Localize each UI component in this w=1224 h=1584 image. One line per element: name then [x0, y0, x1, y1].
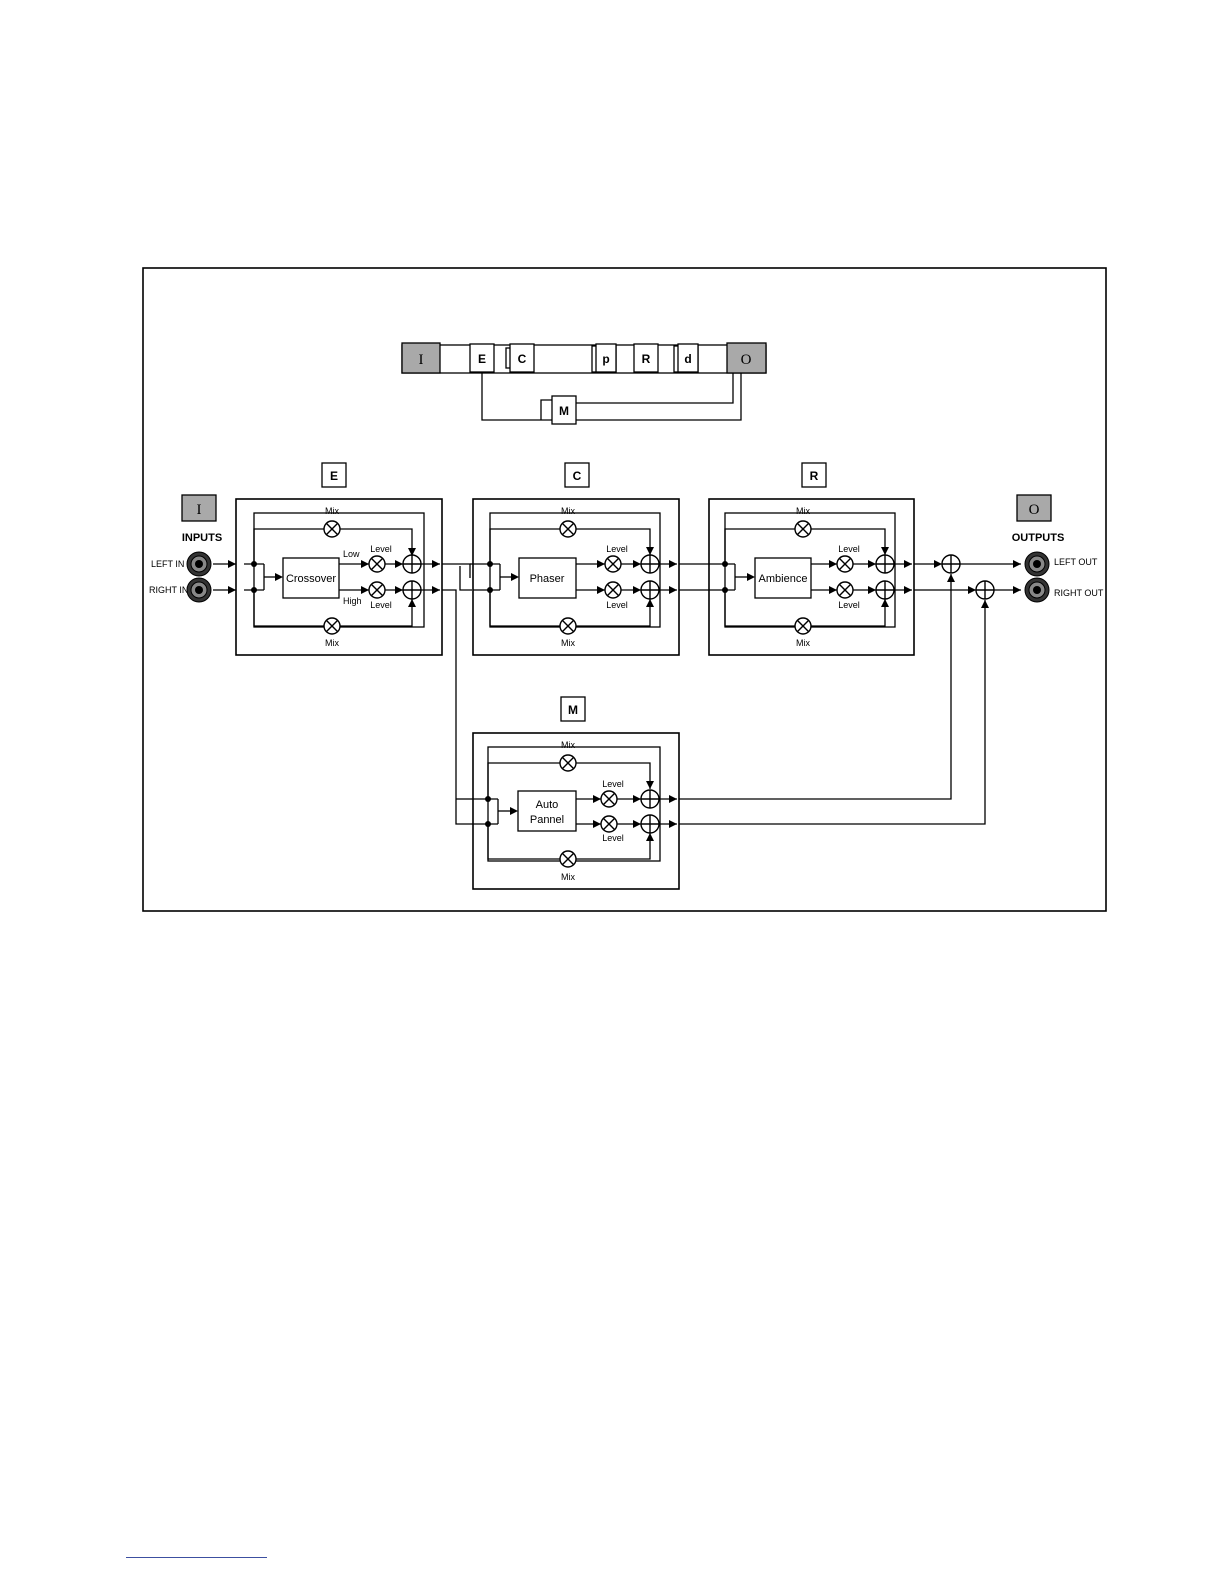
block-e-name: Crossover — [286, 573, 336, 585]
block-e-high-label: High — [343, 596, 362, 606]
output-badge: O — [1029, 502, 1040, 518]
overview-output-badge: O — [741, 352, 752, 368]
inputs-label: INPUTS — [182, 532, 222, 544]
block-e-level-top-icon — [369, 556, 385, 572]
block-r-name: Ambience — [759, 573, 808, 585]
block-e-mix-top-label: Mix — [325, 506, 339, 516]
block-m-name-line1: Auto — [536, 799, 559, 811]
block-c-level-bottom-icon — [605, 582, 621, 598]
block-m-badge: M — [568, 703, 578, 717]
block-c-mix-top-label: Mix — [561, 506, 575, 516]
block-e-mix-bottom-label: Mix — [325, 638, 339, 648]
left-out-jack-icon[interactable] — [1025, 552, 1049, 576]
block-e-crossover: E Mix Mix Crossover Low High Level Le — [236, 463, 442, 655]
block-c-name: Phaser — [530, 573, 565, 585]
output-sum-left-icon — [942, 555, 960, 573]
block-c-mix-bottom-label: Mix — [561, 638, 575, 648]
block-m-level-bottom-icon — [601, 816, 617, 832]
routing-overview: I E C p R d O M — [402, 343, 766, 424]
block-r-level-bottom-icon — [837, 582, 853, 598]
outputs-section: O OUTPUTS LEFT OUT RIGHT OUT — [1012, 495, 1104, 602]
left-in-jack-icon[interactable] — [187, 552, 211, 576]
block-e-level-bottom-label: Level — [370, 600, 392, 610]
overview-badge-e: E — [478, 352, 486, 366]
block-c-mix-top-icon — [560, 521, 576, 537]
block-m-sum-bottom-icon — [641, 815, 659, 833]
block-e-badge: E — [330, 469, 338, 483]
block-e-mix-bottom-icon — [324, 618, 340, 634]
block-r-badge: R — [810, 469, 819, 483]
overview-badge-m: M — [559, 404, 569, 418]
block-r-sum-bottom-icon — [876, 581, 894, 599]
block-m-mix-top-icon — [560, 755, 576, 771]
block-r-mix-bottom-icon — [795, 618, 811, 634]
block-m-level-top-label: Level — [602, 779, 624, 789]
block-e-sum-top-icon — [403, 555, 421, 573]
overview-badge-d: d — [684, 352, 691, 366]
block-e-level-top-label: Level — [370, 544, 392, 554]
left-out-label: LEFT OUT — [1054, 557, 1098, 567]
block-m-name-line2: Pannel — [530, 814, 564, 826]
wires-e-to-c — [442, 564, 473, 824]
inputs-section: I INPUTS LEFT IN RIGHT IN — [149, 495, 236, 602]
block-e-level-bottom-icon — [369, 582, 385, 598]
block-m-mix-bottom-label: Mix — [561, 872, 575, 882]
block-c-level-top-label: Level — [606, 544, 628, 554]
block-e-mix-top-icon — [324, 521, 340, 537]
block-r-sum-top-icon — [876, 555, 894, 573]
block-r-level-bottom-label: Level — [838, 600, 860, 610]
input-badge: I — [197, 502, 202, 518]
block-m-mix-bottom-icon — [560, 851, 576, 867]
block-m-auto-pannel: M Mix Mix Auto Pannel Level Level — [472, 697, 679, 889]
outputs-label: OUTPUTS — [1012, 532, 1065, 544]
block-m-sum-top-icon — [641, 790, 659, 808]
block-r-level-top-label: Level — [838, 544, 860, 554]
block-c-level-bottom-label: Level — [606, 600, 628, 610]
block-c-phaser: C Mix Mix Phaser Level Level — [473, 463, 679, 655]
block-r-ambience: R Mix Mix Ambience Level Level — [709, 463, 914, 655]
block-c-sum-bottom-icon — [641, 581, 659, 599]
block-c-badge: C — [573, 469, 582, 483]
right-in-jack-icon[interactable] — [187, 578, 211, 602]
overview-badge-p: p — [602, 352, 609, 366]
overview-badge-c: C — [518, 352, 527, 366]
overview-badge-r: R — [642, 352, 651, 366]
output-sum-right-icon — [976, 581, 994, 599]
block-r-mix-top-label: Mix — [796, 506, 810, 516]
block-r-mix-bottom-label: Mix — [796, 638, 810, 648]
block-c-sum-top-icon — [641, 555, 659, 573]
block-m-level-top-icon — [601, 791, 617, 807]
block-c-mix-bottom-icon — [560, 618, 576, 634]
block-e-low-label: Low — [343, 549, 360, 559]
right-out-jack-icon[interactable] — [1025, 578, 1049, 602]
footnote-divider — [126, 1557, 267, 1558]
overview-input-badge: I — [419, 352, 424, 368]
block-e-sum-bottom-icon — [403, 581, 421, 599]
right-out-label: RIGHT OUT — [1054, 588, 1104, 598]
right-in-label: RIGHT IN — [149, 585, 188, 595]
block-m-level-bottom-label: Level — [602, 833, 624, 843]
block-m-mix-top-label: Mix — [561, 740, 575, 750]
block-c-level-top-icon — [605, 556, 621, 572]
block-r-level-top-icon — [837, 556, 853, 572]
left-in-label: LEFT IN — [151, 559, 184, 569]
block-r-mix-top-icon — [795, 521, 811, 537]
